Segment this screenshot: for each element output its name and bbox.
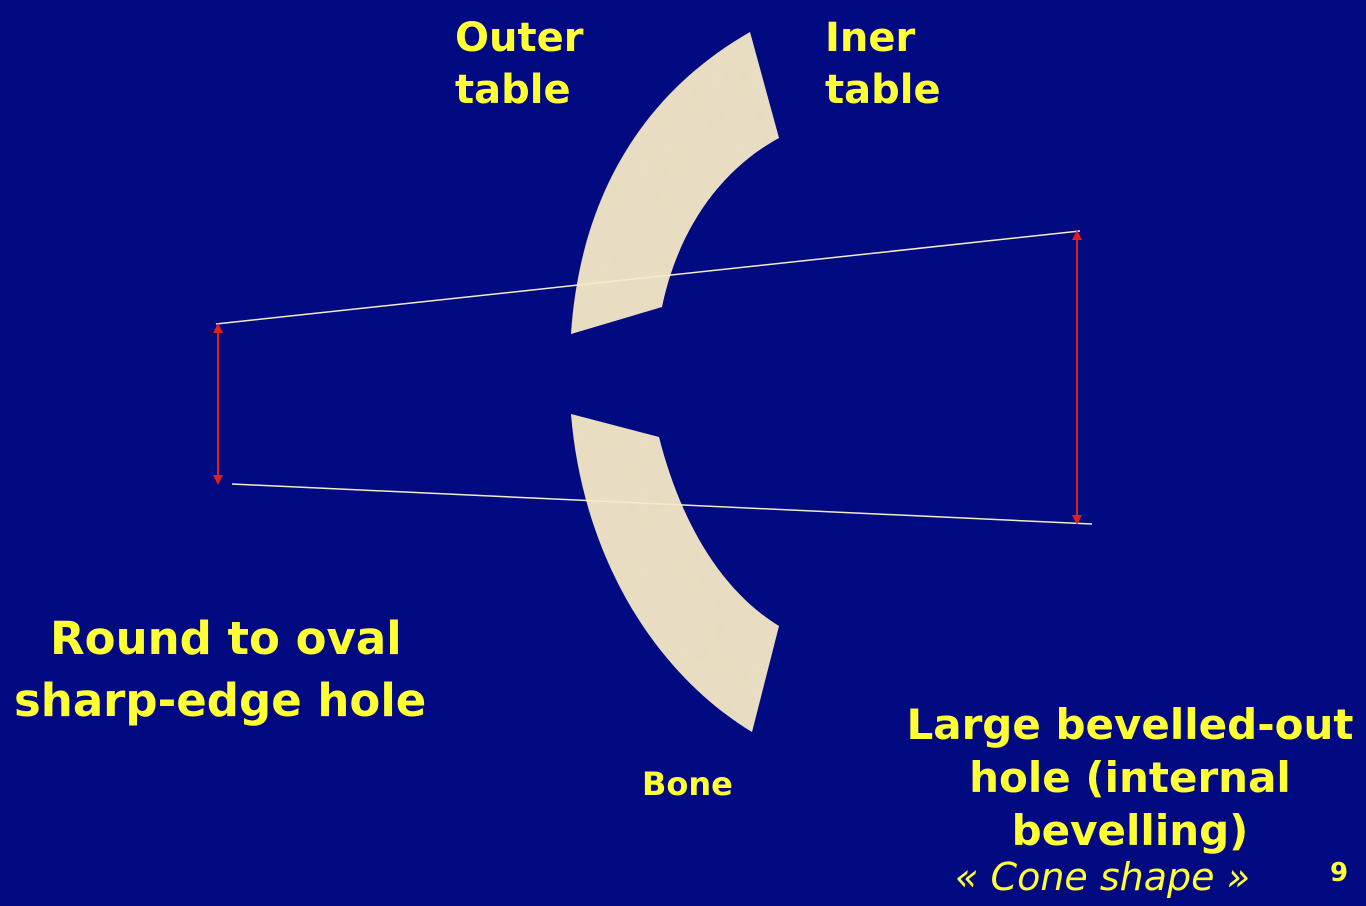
inner-table-label: Iner table [825,12,941,116]
right-caption: Large bevelled-out hole (internal bevell… [895,698,1365,857]
right-caption-line-2: hole (internal [895,751,1365,804]
inner-table-line-1: Iner [825,12,941,64]
page-number: 9 [1330,860,1348,886]
cone-shape-label: « Cone shape » [955,858,1250,896]
right-caption-line-1: Large bevelled-out [895,698,1365,751]
outer-table-line-1: Outer [455,12,583,64]
bone-label: Bone [642,768,733,800]
upper-bone-fragment [571,32,779,334]
left-caption: Round to oval sharp-edge hole [14,608,426,732]
inner-table-line-2: table [825,64,941,116]
lower-bone-fragment [571,414,779,732]
left-caption-line-1: Round to oval [14,608,426,670]
right-caption-line-3: bevelling) [895,804,1365,857]
outer-table-line-2: table [455,64,583,116]
left-caption-line-2: sharp-edge hole [14,670,426,732]
outer-table-label: Outer table [455,12,583,116]
